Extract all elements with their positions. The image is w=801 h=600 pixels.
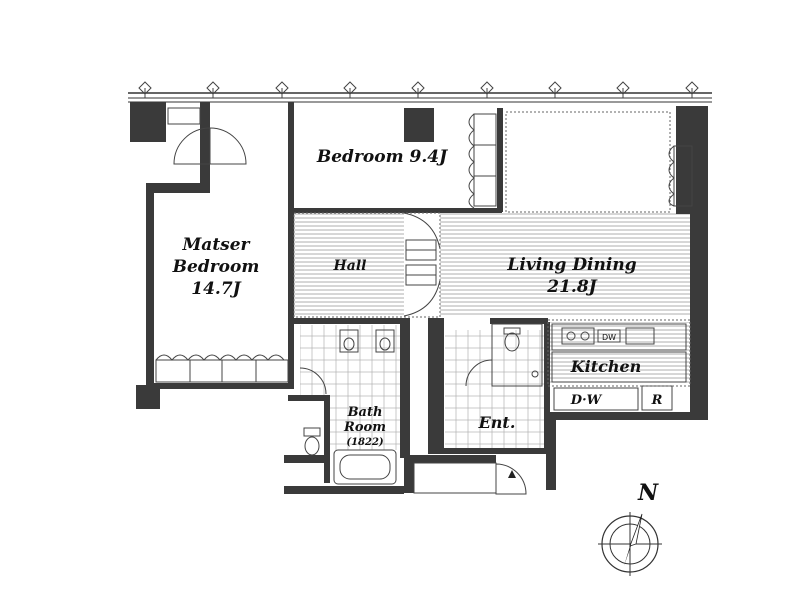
- wardrobe-master: [155, 354, 289, 383]
- entrance-door-swing: [495, 463, 527, 495]
- bath-tile-floor-2: [330, 395, 402, 450]
- entrance-tile-floor: [445, 330, 545, 450]
- living-dining-label-2: 21.8J: [546, 277, 597, 297]
- stove-icon: [561, 327, 595, 345]
- master-bedroom-label-1: Matser: [181, 235, 250, 255]
- living-window-zone: [505, 111, 671, 213]
- hall-door: [403, 212, 441, 317]
- hall-label: Hall: [333, 258, 367, 274]
- dishwasher-label: D·W: [570, 393, 603, 408]
- entrance-label: Ent.: [478, 413, 516, 432]
- kitchen-label: Kitchen: [570, 357, 642, 376]
- living-dining-label-1: Living Dining: [506, 255, 636, 275]
- living-floor: [440, 213, 690, 317]
- bath-label-2: Room: [343, 420, 386, 435]
- dw-counter-label: DW: [602, 333, 616, 342]
- entrance-closet: [465, 323, 543, 387]
- bath-door-swing: [299, 367, 327, 395]
- bathtub-icon: [333, 449, 397, 485]
- master-bedroom-label-3: 14.7J: [191, 279, 241, 299]
- compass-icon: N: [598, 480, 662, 576]
- compass-north-label: N: [637, 480, 659, 506]
- master-bedroom-label-2: Bedroom: [172, 257, 260, 277]
- kitchen-counter: [551, 323, 687, 411]
- entrance-marker-icon: [508, 470, 516, 478]
- bedroom-label: Bedroom 9.4J: [316, 147, 448, 167]
- refrigerator-label: R: [651, 393, 663, 408]
- bath-label-1: Bath: [347, 405, 383, 420]
- walls: [130, 102, 708, 494]
- door-swing-icon: [173, 127, 247, 165]
- toilet-icon: [303, 427, 321, 456]
- sink-icon: [339, 329, 395, 353]
- balcony-rail: [128, 81, 712, 103]
- bath-tile-floor: [300, 325, 400, 395]
- balcony-posts: [138, 81, 699, 98]
- hall-floor: [294, 213, 404, 317]
- bath-label-3: (1822): [346, 437, 384, 448]
- wardrobe-bedroom: [468, 113, 497, 209]
- living-closet: [668, 145, 693, 207]
